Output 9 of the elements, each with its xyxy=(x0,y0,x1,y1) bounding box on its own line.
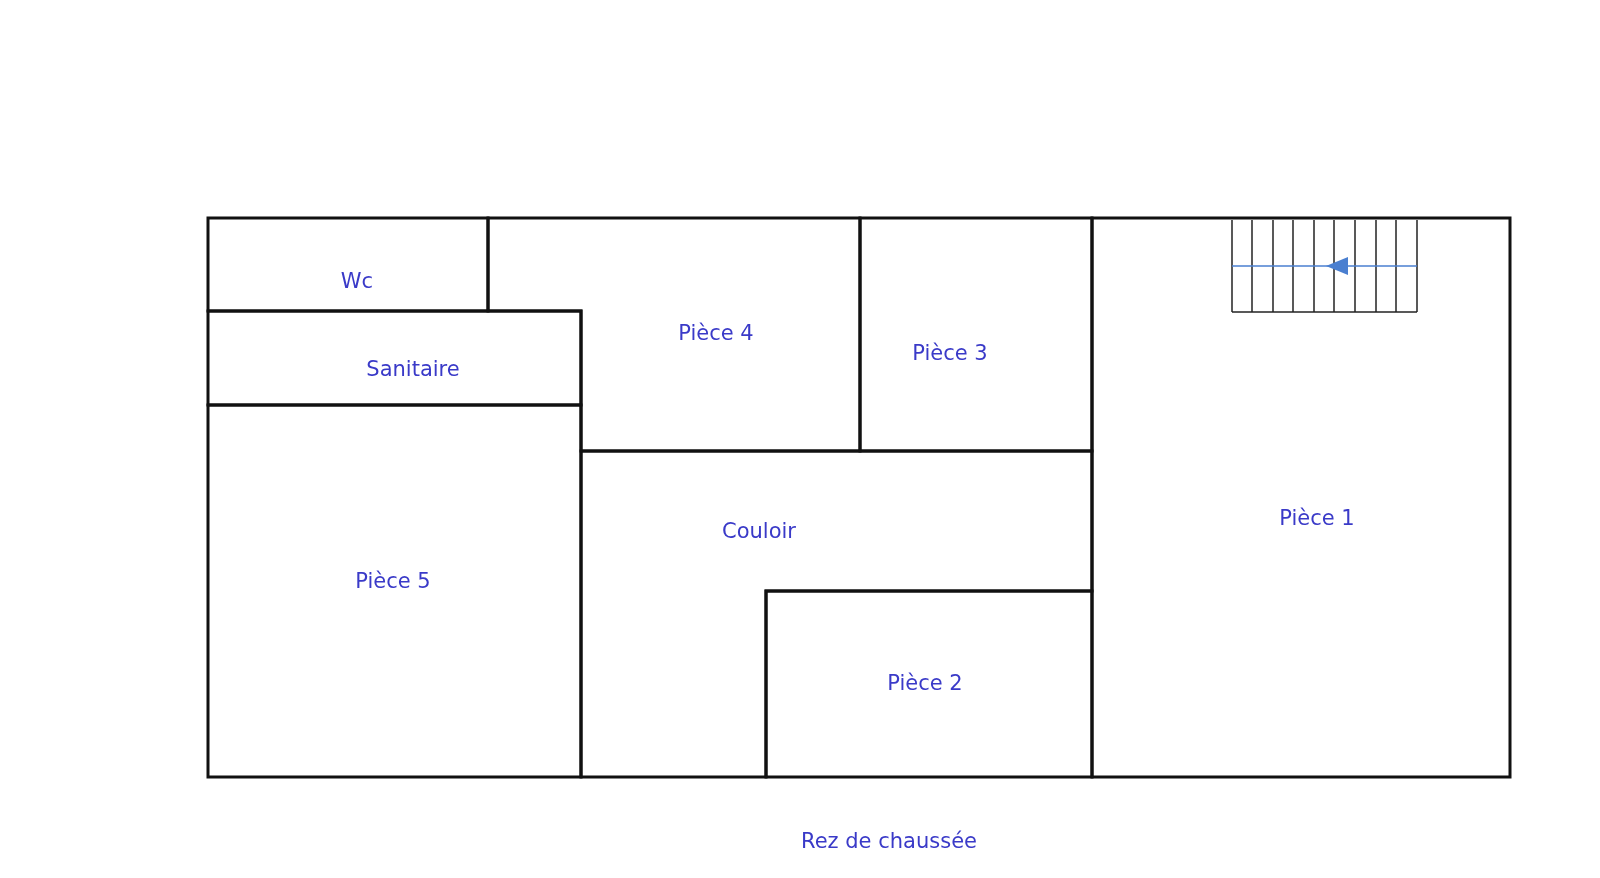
room-label: Sanitaire xyxy=(366,357,460,381)
room-label: Pièce 2 xyxy=(887,671,963,695)
room-label: Pièce 3 xyxy=(912,341,988,365)
room-label: Pièce 5 xyxy=(355,569,431,593)
room-label: Pièce 4 xyxy=(678,321,754,345)
caption: Rez de chaussée xyxy=(801,829,977,853)
room-label: Couloir xyxy=(722,519,796,543)
room-label: Pièce 1 xyxy=(1279,506,1355,530)
room-label: Wc xyxy=(340,269,374,293)
